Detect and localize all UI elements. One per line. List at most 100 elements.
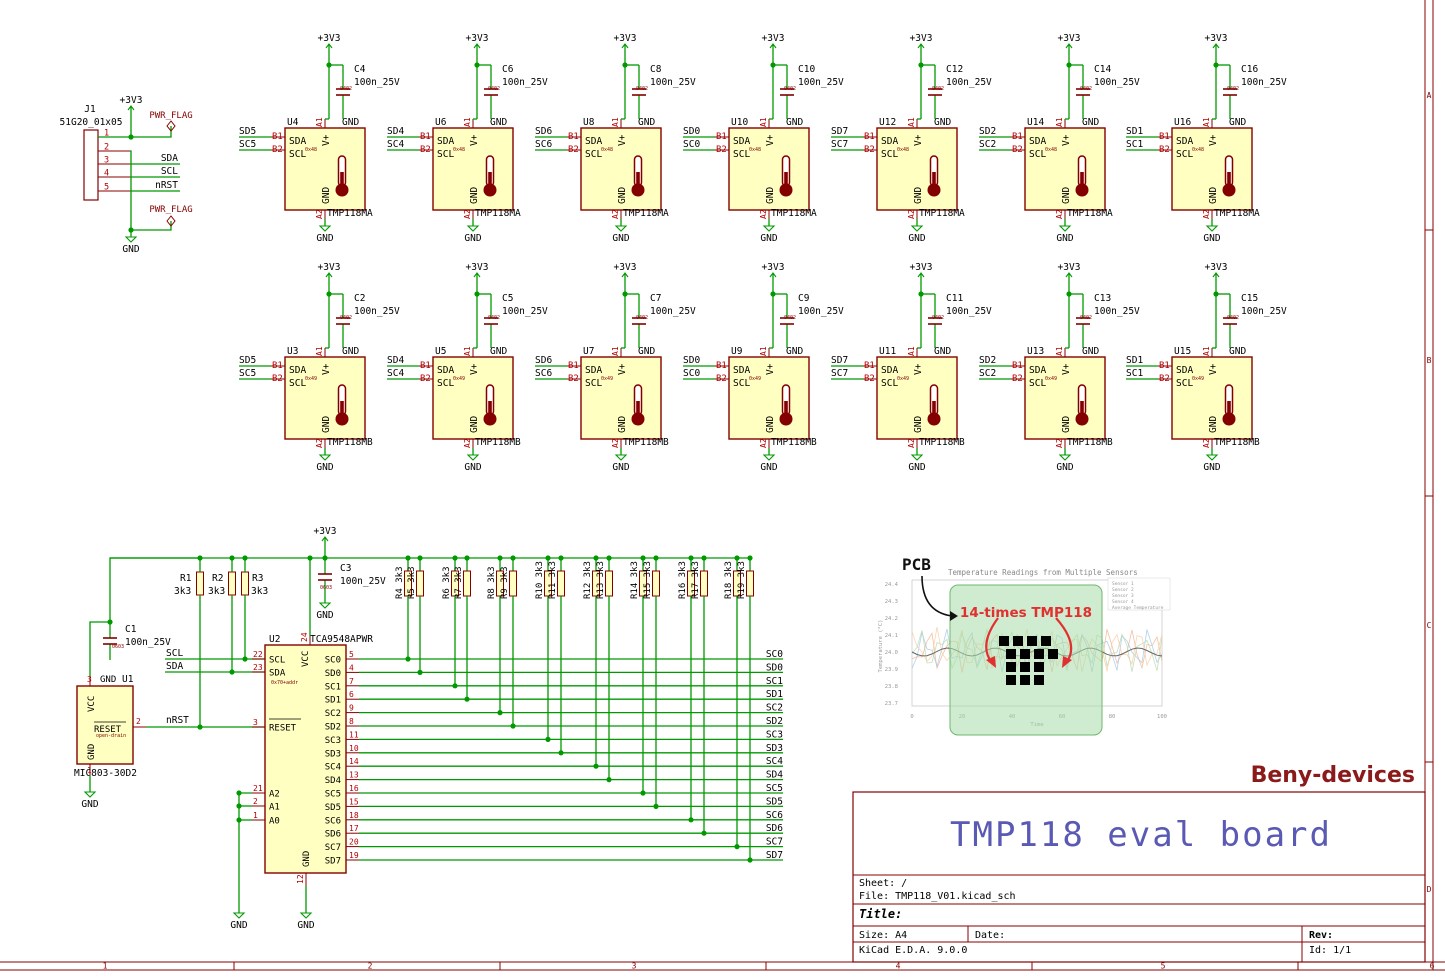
pin-name: SDA xyxy=(881,136,898,147)
resistor-ref: R2 xyxy=(212,573,223,584)
capacitor-package: 0402 xyxy=(488,86,500,92)
pin-number: B1 xyxy=(272,361,283,371)
ground-icon xyxy=(466,454,480,461)
sensor-part: TMP118MB xyxy=(475,437,521,448)
date-field: Date: xyxy=(975,930,1005,941)
net-label-scl: SC2 xyxy=(979,139,996,150)
pin-name: V+ xyxy=(765,363,776,375)
sensor-ref: U15 xyxy=(1174,346,1191,357)
net-label-scl: SC7 xyxy=(831,139,848,150)
pin-name: SC2 xyxy=(325,709,341,719)
junction-dot xyxy=(747,857,753,863)
frame-column-label: 1 xyxy=(103,962,108,971)
pin-name: GND xyxy=(617,187,628,204)
pin-number: A2 xyxy=(759,209,768,219)
tool-version: KiCad E.D.A. 9.0.0 xyxy=(859,945,967,956)
connector-j1: J151G20_01x0512345+3V3PWR_FLAGSDASCLnRST… xyxy=(60,95,193,255)
net-label-sda: SD4 xyxy=(387,355,404,366)
capacitor-value: 100n_25V xyxy=(650,306,696,317)
sensor-body xyxy=(728,127,810,211)
junction-dot xyxy=(417,555,423,561)
sheet-id: Id: 1/1 xyxy=(1309,945,1351,956)
pin-name: V+ xyxy=(617,134,628,146)
capacitor-ref: C2 xyxy=(354,293,365,304)
pin-number: A2 xyxy=(759,438,768,448)
pullup-resistor-label: R19 3k3 xyxy=(737,561,747,599)
ground-icon xyxy=(318,602,332,609)
power-label: +3V3 xyxy=(614,33,637,44)
net-label-sda: SD6 xyxy=(535,126,552,137)
net-label-channel: SC1 xyxy=(766,676,783,687)
address-note: 0x48 xyxy=(305,147,317,153)
pin-name: SDA xyxy=(1176,365,1193,376)
capacitor-gnd-label: GND xyxy=(786,117,803,128)
resistor-body xyxy=(700,570,708,597)
pcb-chip-icon xyxy=(1013,636,1023,646)
power-arrow-icon xyxy=(917,43,925,49)
net-label-sda: SD4 xyxy=(387,126,404,137)
pin-number: B2 xyxy=(1012,374,1023,384)
pin-name: SC6 xyxy=(325,816,341,826)
ground-label: GND xyxy=(122,244,139,255)
pin-number: B1 xyxy=(864,132,875,142)
sheet-title: TMP118 eval board xyxy=(950,815,1332,855)
net-label-channel: SC3 xyxy=(766,729,783,740)
pullup-resistor-label: R15 3k3 xyxy=(643,561,653,599)
pin-name: SCL xyxy=(585,149,602,160)
ground-label: GND xyxy=(908,233,925,244)
pullup-resistor-label: R8 3k3 xyxy=(487,566,497,599)
pin-number: B1 xyxy=(716,132,727,142)
thermometer-level-icon xyxy=(1080,172,1084,188)
pin-name: GND xyxy=(617,416,628,433)
pin-name: GND xyxy=(765,416,776,433)
pin-name: SCL xyxy=(585,378,602,389)
pullup-resistor-label: R16 3k3 xyxy=(678,561,688,599)
pcb-chip-icon xyxy=(1020,649,1030,659)
pin-name: SDA xyxy=(437,365,454,376)
pin-name: A0 xyxy=(269,817,280,827)
thermometer-level-icon xyxy=(488,172,492,188)
pin-number: B1 xyxy=(568,132,579,142)
thermometer-bulb-icon xyxy=(631,412,645,426)
inset-x-tick: 100 xyxy=(1157,714,1167,720)
net-label-channel: SD2 xyxy=(766,716,783,727)
pin-name: SC1 xyxy=(325,682,341,692)
pin-number: B2 xyxy=(864,145,875,155)
resistor-body xyxy=(416,570,424,597)
net-label-sda: SDA xyxy=(161,153,178,164)
resistor-body xyxy=(652,570,660,597)
capacitor-gnd-label: GND xyxy=(1082,117,1099,128)
power-arrow-icon xyxy=(621,272,629,278)
inset-y-tick: 24.2 xyxy=(885,616,898,622)
power-arrow-icon xyxy=(621,43,629,49)
ground-label: GND xyxy=(297,920,314,931)
ground-icon xyxy=(910,454,924,461)
pin-name: V+ xyxy=(321,363,332,375)
inset-callout: 14-times TMP118 xyxy=(960,605,1092,621)
pin-number: A1 xyxy=(315,117,324,127)
reset-ic-note: open-drain xyxy=(96,733,126,739)
sensor-part: TMP118MA xyxy=(919,208,965,219)
net-label-scl: SC2 xyxy=(979,368,996,379)
pin-number: B1 xyxy=(1012,361,1023,371)
junction-dot xyxy=(606,555,612,561)
net-label-sda: SD7 xyxy=(831,355,848,366)
pin-number: A2 xyxy=(907,438,916,448)
ground-icon xyxy=(614,454,628,461)
pcb-chip-icon xyxy=(1034,649,1044,659)
sensor-part: TMP118MA xyxy=(623,208,669,219)
ground-label: GND xyxy=(316,462,333,473)
ground-icon xyxy=(318,454,332,461)
pcb-chip-icon xyxy=(1034,662,1044,672)
pin-number: A1 xyxy=(759,117,768,127)
capacitor-ref: C12 xyxy=(946,64,963,75)
pin-name: SD0 xyxy=(325,669,341,679)
sensor-ref: U11 xyxy=(879,346,896,357)
thermometer-level-icon xyxy=(636,401,640,417)
net-label-channel: SC4 xyxy=(766,756,783,767)
pin-number: 3 xyxy=(253,718,258,727)
